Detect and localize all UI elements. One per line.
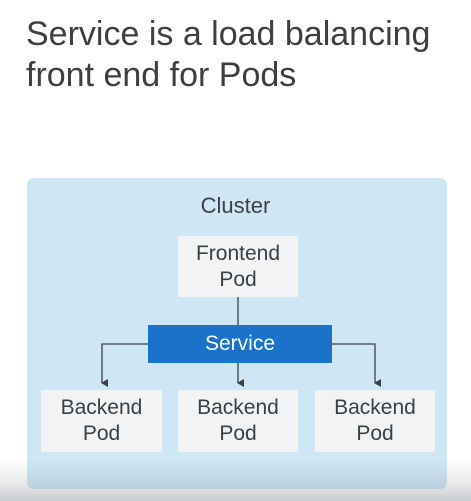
backend-pod-1-line2: Pod [82,422,121,445]
backend-pod-3: Backend Pod [315,390,435,452]
service-label: Service [204,332,276,355]
backend-pod-2-line2: Pod [219,422,257,445]
backend-pod-3-line1: Backend [334,396,416,419]
service-to-backend-3-arrow [332,343,381,387]
frontend-pod-line2: Pod [219,267,257,291]
backend-pod-2: Backend Pod [178,390,298,452]
backend-pod-1: Backend Pod [41,390,162,452]
frontend-pod-line1: Frontend [195,241,281,265]
cluster-label: Cluster [200,193,271,218]
frontend-pod: Frontend Pod [178,236,298,297]
service-box: Service [148,325,332,363]
slide-title: Service is a load balancing front end fo… [26,15,431,94]
backend-pod-2-line1: Backend [197,396,279,419]
service-to-backend-1-arrow [101,343,148,387]
backend-pod-3-line2: Pod [356,422,394,445]
bottom-shadow-overlay [0,458,471,501]
backend-pod-1-line1: Backend [60,396,143,419]
